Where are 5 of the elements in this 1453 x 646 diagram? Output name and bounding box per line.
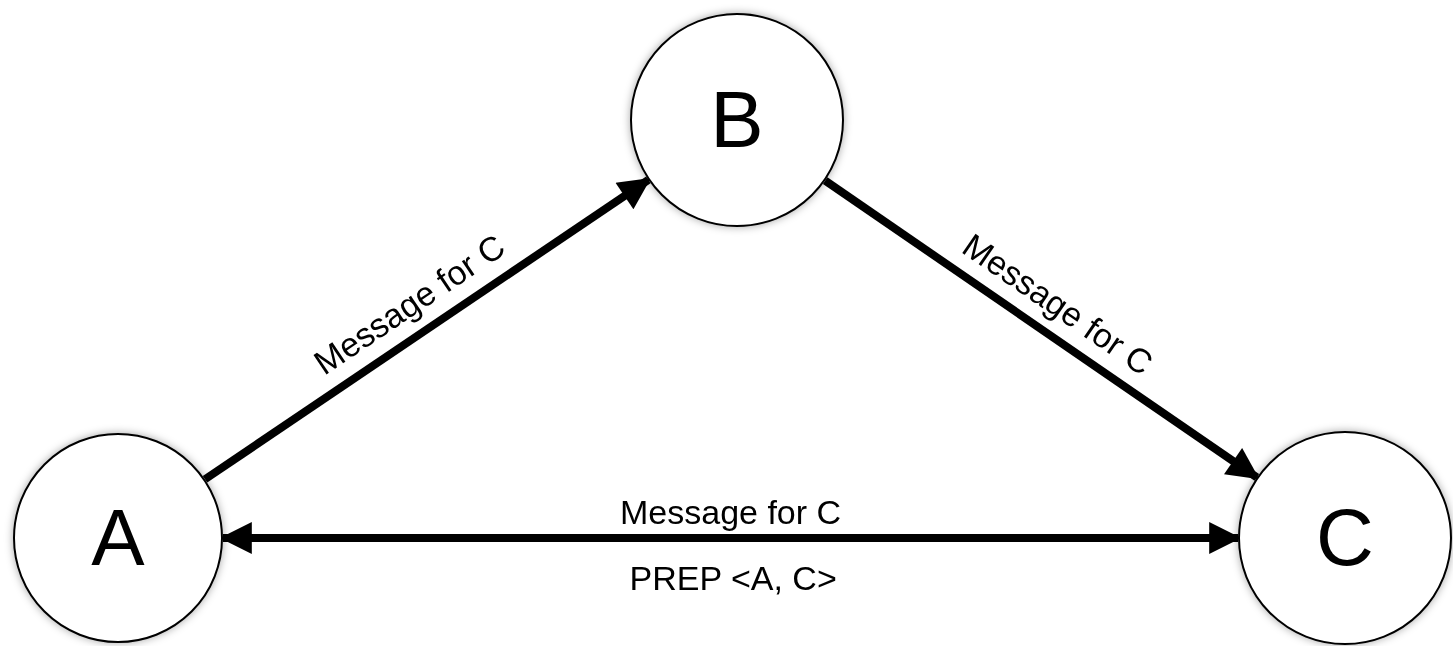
arrow bbox=[202, 176, 651, 483]
arrow bbox=[822, 177, 1260, 481]
node-label: C bbox=[1316, 498, 1374, 578]
node-label: A bbox=[91, 498, 145, 578]
node-label: B bbox=[710, 80, 764, 160]
